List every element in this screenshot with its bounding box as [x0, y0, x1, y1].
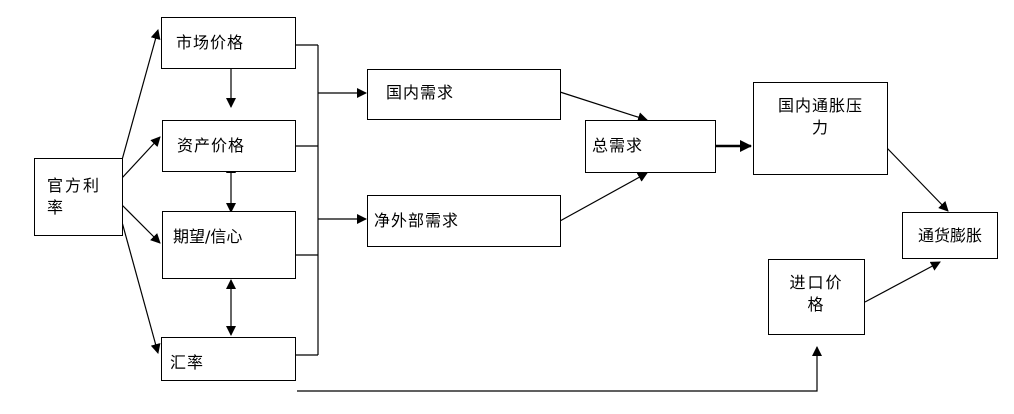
- edge-domestic-demand-to-aggregate: [559, 91, 648, 123]
- edge-exchange-rate-to-import-prices: [297, 346, 822, 392]
- node-asset-price-label: 资产价格: [177, 136, 246, 155]
- node-policy-rate-label: 官方利率: [47, 176, 102, 217]
- edge-policy-to-exchange-rate: [121, 221, 161, 354]
- node-market-price-label: 市场价格: [176, 33, 245, 52]
- edge-net-external-to-aggregate: [559, 172, 648, 222]
- node-domestic-demand: 国内需求: [367, 69, 561, 120]
- node-expectations-label: 期望/信心: [173, 227, 243, 246]
- node-exchange-rate: 汇率: [161, 337, 296, 381]
- node-expectations: 期望/信心: [162, 211, 296, 279]
- node-net-external-demand: 净外部需求: [367, 195, 561, 247]
- edge-policy-to-market-price: [121, 29, 161, 161]
- node-domestic-inflation-pressure-label: 国内通胀压力: [777, 96, 863, 137]
- node-inflation-label: 通货膨胀: [917, 225, 982, 245]
- channels-bracket: [295, 44, 319, 356]
- node-import-prices-label: 进口价格: [789, 273, 844, 314]
- node-exchange-rate-label: 汇率: [170, 353, 205, 372]
- node-domestic-demand-label: 国内需求: [386, 83, 455, 102]
- edge-policy-to-expectations: [121, 204, 161, 244]
- edge-inflation-pressure-to-inflation: [886, 147, 949, 212]
- node-import-prices: 进口价格: [768, 259, 865, 335]
- node-net-external-demand-label: 净外部需求: [374, 211, 460, 230]
- node-market-price: 市场价格: [161, 17, 296, 69]
- edge-import-prices-to-inflation: [864, 261, 941, 303]
- node-asset-price: 资产价格: [162, 120, 296, 172]
- edge-policy-to-asset-price: [121, 136, 161, 179]
- node-policy-rate: 官方利率: [34, 158, 123, 236]
- node-inflation: 通货膨胀: [902, 212, 998, 259]
- node-aggregate-demand: 总需求: [585, 120, 716, 173]
- node-aggregate-demand-label: 总需求: [592, 136, 644, 155]
- node-domestic-inflation-pressure: 国内通胀压力: [753, 82, 888, 175]
